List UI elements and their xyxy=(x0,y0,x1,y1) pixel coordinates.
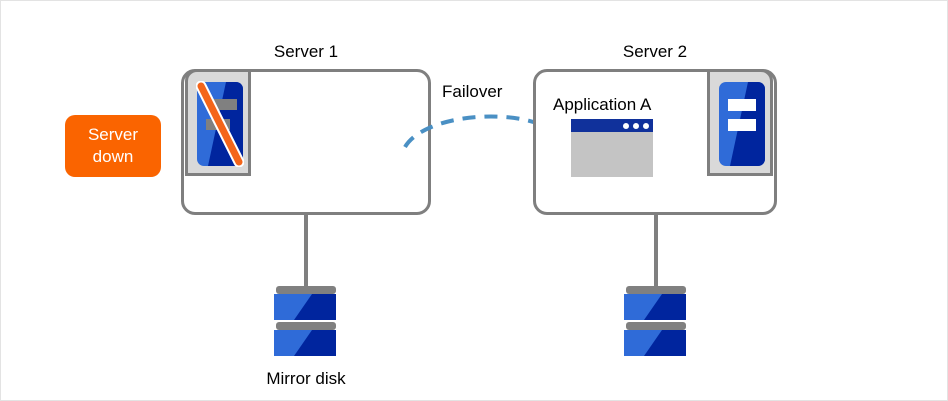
application-label: Application A xyxy=(553,95,652,114)
status-badge-line1: Server xyxy=(87,125,139,144)
status-badge-server-down: Server down xyxy=(65,115,161,177)
server-down-icon xyxy=(196,81,244,167)
server-ok-icon xyxy=(719,82,765,166)
server1-disk-connector xyxy=(304,213,308,289)
server2-title: Server 2 xyxy=(622,42,688,61)
mirror-disk-label: Mirror disk xyxy=(266,369,346,388)
window-dot-1 xyxy=(623,122,629,129)
server1-title: Server 1 xyxy=(273,42,339,61)
application-window-body xyxy=(571,132,653,177)
window-dot-3 xyxy=(643,122,649,129)
disk-stack-icon-2 xyxy=(624,286,686,356)
failover-label: Failover xyxy=(442,82,503,101)
window-dot-2 xyxy=(633,122,639,129)
server1-icon-panel xyxy=(185,69,251,176)
application-window-icon xyxy=(571,119,653,177)
server2-icon-panel xyxy=(707,69,773,176)
server2-disk-connector xyxy=(654,213,658,289)
status-badge-line2: down xyxy=(92,147,134,166)
application-window-titlebar xyxy=(571,119,653,132)
disk-stack-icon-1 xyxy=(274,286,336,356)
